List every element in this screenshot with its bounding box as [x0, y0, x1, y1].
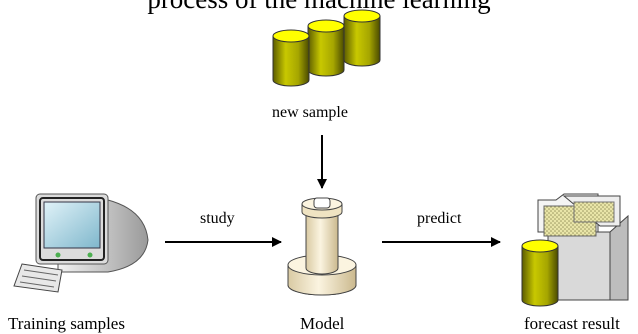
caption-fragment: process of the machine learning: [0, 0, 638, 14]
model-label: Model: [300, 314, 345, 333]
predict-label: predict: [417, 210, 462, 227]
new-sample-label: new sample: [272, 104, 348, 121]
training-samples-label: Training samples: [8, 314, 125, 333]
model-icon: [287, 197, 357, 296]
forecast-result-label: forecast result: [524, 314, 620, 333]
database-cylinders-icon: [272, 9, 381, 87]
computer-icon: [13, 193, 149, 293]
forecast-box-icon: [521, 193, 629, 307]
study-label: study: [200, 210, 235, 227]
